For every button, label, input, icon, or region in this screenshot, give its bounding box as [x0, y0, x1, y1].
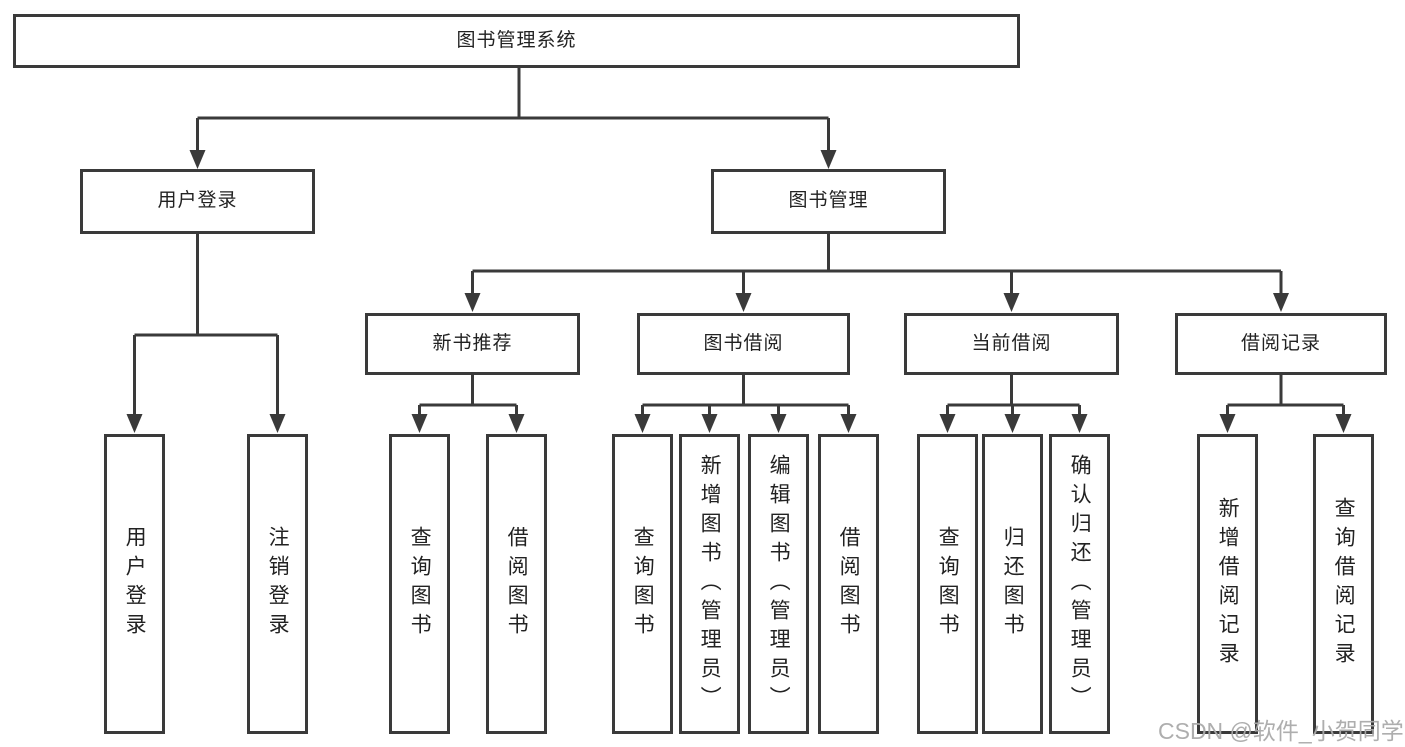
- leaf-query-books-borrowing: 查询图书: [612, 434, 673, 734]
- arrow-down-icon: [189, 150, 206, 169]
- node-root-system: 图书管理系统: [13, 14, 1020, 68]
- arrow-down-icon: [1335, 414, 1352, 433]
- arrow-down-icon: [1071, 414, 1088, 433]
- arrow-down-icon: [1003, 293, 1020, 312]
- leaf-edit-book-admin: 编辑图书（管理员）: [748, 434, 809, 734]
- leaf-query-books-current: 查询图书: [917, 434, 978, 734]
- node-user-login: 用户登录: [80, 169, 315, 234]
- leaf-borrow-books-recommend: 借阅图书: [486, 434, 547, 734]
- node-borrowing-records: 借阅记录: [1175, 313, 1387, 375]
- arrow-down-icon: [269, 414, 286, 433]
- arrow-down-icon: [840, 414, 857, 433]
- arrow-down-icon: [508, 414, 525, 433]
- connector-new-book-recommend-children: [411, 375, 525, 433]
- arrow-down-icon: [1273, 293, 1289, 312]
- connector-borrowing-records-children: [1219, 375, 1352, 433]
- arrow-down-icon: [820, 150, 837, 169]
- node-new-book-recommend: 新书推荐: [365, 313, 580, 375]
- connector-user-login-children: [126, 234, 286, 433]
- connector-current-borrowing-children: [939, 375, 1088, 433]
- leaf-logout: 注销登录: [247, 434, 308, 734]
- leaf-confirm-return-admin: 确认归还（管理员）: [1049, 434, 1110, 734]
- arrow-down-icon: [770, 414, 787, 433]
- leaf-return-books: 归还图书: [982, 434, 1043, 734]
- leaf-add-borrow-record: 新增借阅记录: [1197, 434, 1258, 734]
- leaf-user-login: 用户登录: [104, 434, 165, 734]
- arrow-down-icon: [411, 414, 428, 433]
- node-current-borrowing: 当前借阅: [904, 313, 1119, 375]
- connector-book-borrowing-children: [634, 375, 857, 433]
- arrow-down-icon: [939, 414, 956, 433]
- leaf-query-books-recommend: 查询图书: [389, 434, 450, 734]
- arrow-down-icon: [1004, 414, 1021, 433]
- arrow-down-icon: [464, 293, 481, 312]
- arrow-down-icon: [1219, 414, 1236, 433]
- arrow-down-icon: [701, 414, 718, 433]
- node-book-management: 图书管理: [711, 169, 946, 234]
- connector-root-to-level1: [189, 67, 837, 169]
- node-book-borrowing: 图书借阅: [637, 313, 850, 375]
- leaf-borrow-books: 借阅图书: [818, 434, 879, 734]
- csdn-watermark: CSDN @软件_小贺同学: [1158, 718, 1404, 744]
- connector-book-management-sections: [464, 234, 1289, 312]
- arrow-down-icon: [126, 414, 143, 433]
- arrow-down-icon: [735, 293, 752, 312]
- arrow-down-icon: [634, 414, 651, 433]
- leaf-add-book-admin: 新增图书（管理员）: [679, 434, 740, 734]
- leaf-query-borrow-record: 查询借阅记录: [1313, 434, 1374, 734]
